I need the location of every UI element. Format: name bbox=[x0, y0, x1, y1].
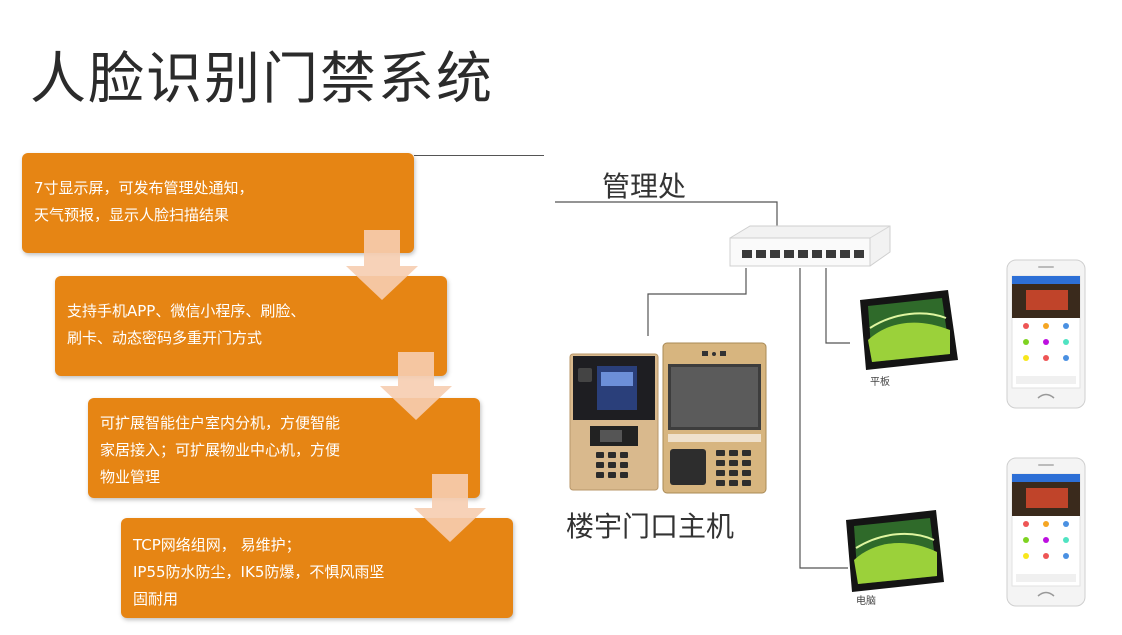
feature-line: 7寸显示屏，可发布管理处通知， bbox=[34, 179, 254, 197]
feature-line: 固耐用 bbox=[133, 590, 179, 608]
page-title: 人脸识别门禁系统 bbox=[30, 47, 494, 112]
feature-box-display: 7寸显示屏，可发布管理处通知， 天气预报，显示人脸扫描结果 bbox=[22, 153, 414, 253]
management-office-label: 管理处 bbox=[602, 170, 687, 203]
pc-label: 电脑 bbox=[856, 596, 876, 607]
smartphone-icon bbox=[1006, 259, 1086, 409]
feature-line: IP55防水防尘，IK5防爆，不惧风雨坚 bbox=[133, 563, 385, 581]
connection-lines bbox=[555, 201, 850, 569]
feature-line: 物业管理 bbox=[100, 468, 161, 486]
down-arrow-icon bbox=[346, 230, 418, 300]
door-station-keypad-icon bbox=[662, 342, 767, 494]
building-door-host-label: 楼宇门口主机 bbox=[566, 510, 735, 543]
down-arrow-icon bbox=[414, 474, 486, 542]
feature-line: 天气预报，显示人脸扫描结果 bbox=[34, 206, 230, 224]
feature-line: 刷卡、动态密码多重开门方式 bbox=[67, 329, 263, 347]
feature-line: 支持手机APP、微信小程序、刷脸、 bbox=[67, 302, 306, 320]
feature-line: TCP网络组网， 易维护； bbox=[133, 536, 301, 554]
tablet-label: 平板 bbox=[870, 377, 890, 388]
smartphone-icon bbox=[1006, 457, 1086, 607]
door-station-face-icon bbox=[569, 353, 659, 491]
pc-icon bbox=[846, 510, 944, 592]
feature-line: 可扩展智能住户室内分机，方便智能 bbox=[100, 414, 341, 432]
tablet-icon bbox=[860, 290, 958, 370]
feature-line: 家居接入；可扩展物业中心机，方便 bbox=[100, 441, 341, 459]
title-divider bbox=[414, 155, 544, 156]
down-arrow-icon bbox=[380, 352, 452, 420]
network-switch-icon bbox=[729, 225, 891, 267]
